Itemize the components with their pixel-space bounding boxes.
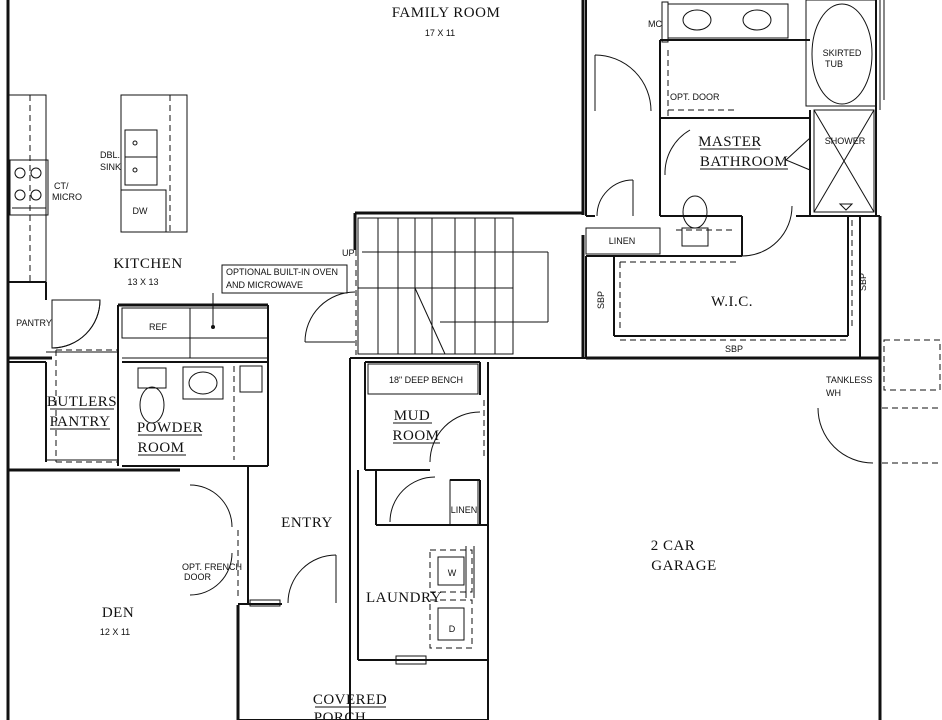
den-dim: 12 X 11 bbox=[100, 627, 130, 637]
ct-micro-label-1: CT/ bbox=[54, 181, 69, 191]
butlers-pantry-label-1: BUTLERS bbox=[47, 394, 117, 410]
family-room-label: FAMILY ROOM bbox=[392, 5, 501, 21]
covered-porch-label-2: PORCH bbox=[314, 710, 367, 720]
fixture-labels: MC SKIRTED TUB SHOWER LINEN LINEN DBL. S… bbox=[52, 19, 868, 634]
ref-label: REF bbox=[149, 322, 168, 332]
dbl-sink-label-2: SINK bbox=[100, 162, 121, 172]
kitchen-dim: 13 X 13 bbox=[127, 277, 158, 287]
washer-label: W bbox=[448, 568, 457, 578]
dryer-label: D bbox=[449, 624, 456, 634]
optional-oven-note-1: OPTIONAL BUILT-IN OVEN bbox=[226, 267, 338, 277]
sbp-bottom-label: SBP bbox=[725, 344, 743, 354]
ct-micro-label-2: MICRO bbox=[52, 192, 82, 202]
powder-room-label-2: ROOM bbox=[137, 440, 184, 456]
optional-oven-note-2: AND MICROWAVE bbox=[226, 280, 303, 290]
laundry-label: LAUNDRY bbox=[366, 590, 442, 606]
room-labels: FAMILY ROOM 17 X 11 KITCHEN 13 X 13 MAST… bbox=[16, 5, 788, 720]
dbl-sink-label-1: DBL. bbox=[100, 150, 120, 160]
sbp-right-label: SBP bbox=[858, 273, 868, 291]
stair-up-note: UP bbox=[342, 248, 355, 258]
powder-room-label-1: POWDER bbox=[137, 420, 203, 436]
den-label: DEN bbox=[102, 605, 134, 621]
mc-label: MC bbox=[648, 19, 662, 29]
linen-bath-label: LINEN bbox=[609, 236, 636, 246]
kitchen-label: KITCHEN bbox=[113, 256, 182, 272]
mud-room-label-1: MUD bbox=[394, 408, 431, 424]
opt-french-door-note-2: DOOR bbox=[184, 572, 212, 582]
sbp-left-label: SBP bbox=[596, 291, 606, 309]
walls bbox=[6, 0, 882, 720]
dw-label: DW bbox=[133, 206, 148, 216]
linen-mud-label: LINEN bbox=[451, 505, 478, 515]
covered-porch-label-1: COVERED bbox=[313, 692, 387, 708]
opt-door-note: OPT. DOOR bbox=[670, 92, 720, 102]
master-bath-label-2: BATHROOM bbox=[700, 154, 788, 170]
family-room-dim: 17 X 11 bbox=[425, 28, 455, 38]
wic-label: W.I.C. bbox=[711, 294, 753, 310]
skirted-tub-label-2: TUB bbox=[825, 59, 843, 69]
fixtures bbox=[7, 0, 942, 665]
stair-treads bbox=[377, 218, 496, 354]
tankless-note-2: WH bbox=[826, 388, 841, 398]
opt-french-door-note-1: OPT. FRENCH bbox=[182, 562, 242, 572]
skirted-tub-label-1: SKIRTED bbox=[823, 48, 862, 58]
shower-label: SHOWER bbox=[825, 136, 866, 146]
entry-label: ENTRY bbox=[281, 515, 333, 531]
garage-label-1: 2 CAR bbox=[651, 538, 696, 554]
mud-room-label-2: ROOM bbox=[392, 428, 439, 444]
plan-notes: OPTIONAL BUILT-IN OVEN AND MICROWAVE 18"… bbox=[182, 92, 872, 582]
garage-label-2: GARAGE bbox=[651, 558, 717, 574]
master-bath-label-1: MASTER bbox=[698, 134, 762, 150]
pantry-label: PANTRY bbox=[16, 318, 52, 328]
tankless-note-1: TANKLESS bbox=[826, 375, 872, 385]
butlers-pantry-label-2: PANTRY bbox=[50, 414, 111, 430]
deep-bench-note: 18" DEEP BENCH bbox=[389, 375, 463, 385]
